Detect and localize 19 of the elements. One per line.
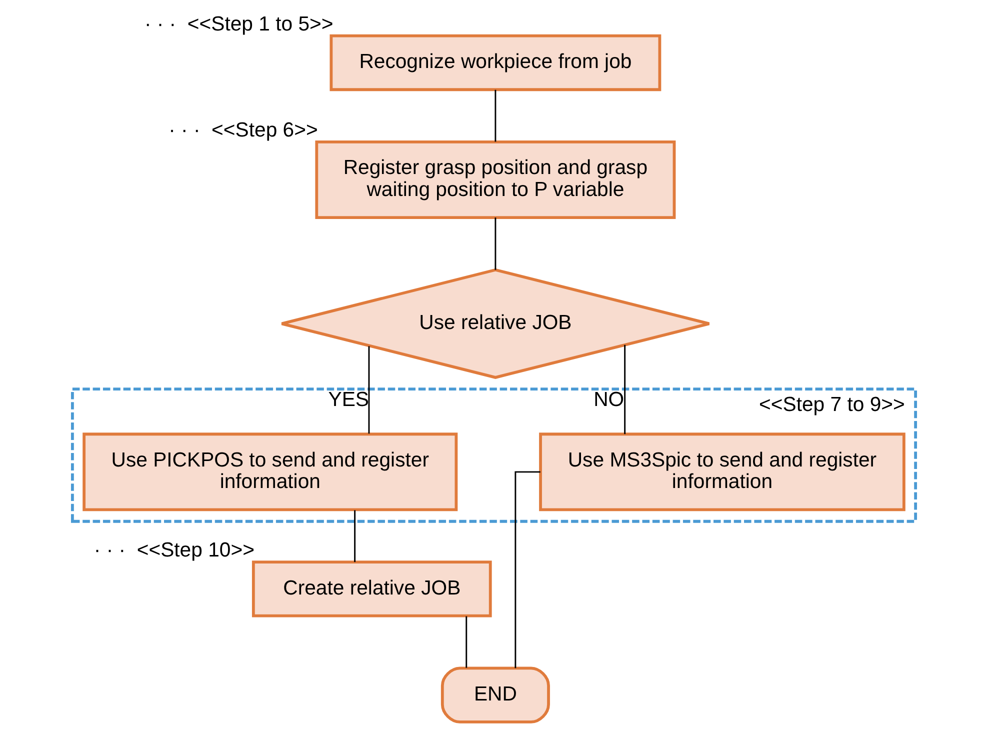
node-label: · · · <<Step 10>> [93,540,254,562]
connector [494,90,496,142]
node-box: Use MS3Spic to send and register information [538,432,905,512]
node-diamond: Use relative JOB [280,268,710,379]
node-label: · · · <<Step 1 to 5>> [144,13,333,36]
connector [368,346,370,434]
node-box: Register grasp position and grasp waiting position to P variable [314,140,676,219]
node-box: Recognize workpiece from job [329,34,661,92]
connector [465,616,467,668]
node-box: Create relative JOB [251,560,492,618]
connector [514,471,540,668]
node-box: END [440,666,550,724]
node-label: · · · <<Step 6>> [168,119,318,142]
edge-label: NO [593,388,624,411]
edge-label: YES [328,389,368,412]
connector [494,218,496,270]
node-box: Use PICKPOS to send and register information [82,432,458,512]
connector [354,510,356,562]
connector [624,344,626,434]
